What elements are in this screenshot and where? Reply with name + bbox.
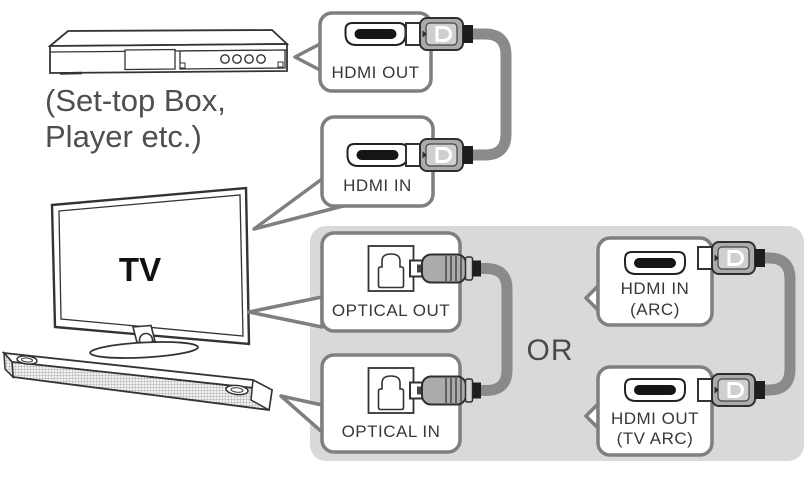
hdmi-plug-icon xyxy=(404,16,475,52)
hdmi-cable xyxy=(472,28,512,161)
or-label: OR xyxy=(527,334,574,367)
arc-hdmi-cable xyxy=(764,252,796,396)
hdmi-in-arc-label-line2: (ARC) xyxy=(630,300,680,319)
hdmi-out-tv-arc-label-line2: (TV ARC) xyxy=(617,429,694,448)
cables xyxy=(472,28,796,396)
hdmi-in-label: HDMI IN xyxy=(343,176,412,195)
stb-button-4 xyxy=(256,54,266,64)
hdmi-out-pointer xyxy=(293,42,322,72)
stb-foot xyxy=(59,71,83,75)
soundbar-left-cap xyxy=(3,350,14,379)
hdmi-port-icon xyxy=(624,378,686,402)
optical-port-icon xyxy=(367,367,415,414)
source-device-caption-line1: (Set-top Box, xyxy=(45,83,226,118)
optical-cable xyxy=(480,263,513,396)
soundbar-illustration xyxy=(1,350,274,412)
hdmi-port-icon xyxy=(624,251,686,275)
stb-display-panel xyxy=(124,48,176,71)
tv-label: TV xyxy=(119,251,161,288)
hdmi-in-arc-label-line1: HDMI IN xyxy=(621,279,690,298)
hdmi-port-icon xyxy=(346,143,409,167)
tv-screen xyxy=(58,194,244,337)
optical-out-pointer xyxy=(247,295,324,329)
tv-illustration: TV xyxy=(50,186,251,359)
set-top-box-illustration xyxy=(47,29,290,75)
hdmi-plug-icon xyxy=(696,372,767,408)
hdmi-plug-icon xyxy=(696,240,767,276)
stb-button-1 xyxy=(220,54,230,64)
optical-in-label: OPTICAL IN xyxy=(342,422,441,441)
optical-out-label: OPTICAL OUT xyxy=(332,301,450,320)
tv-stand-base xyxy=(89,341,199,359)
hdmi-out-tv-arc-label-line1: HDMI OUT xyxy=(611,409,699,428)
hdmi-out-label: HDMI OUT xyxy=(331,63,419,82)
soundbar-right-cap xyxy=(250,378,273,412)
stb-button-2 xyxy=(232,54,242,64)
hdmi-plug-icon xyxy=(404,137,475,173)
stb-button-small-right xyxy=(277,61,284,68)
source-device-caption-line2: Player etc.) xyxy=(45,119,202,154)
stb-button-3 xyxy=(244,54,254,64)
soundbar-right-port-ring-inner xyxy=(230,387,244,393)
hdmi-port-icon xyxy=(344,22,407,46)
soundbar-left-port-ring-inner xyxy=(21,357,33,363)
stb-button-small-left xyxy=(179,62,186,69)
optical-port-icon xyxy=(367,245,415,292)
